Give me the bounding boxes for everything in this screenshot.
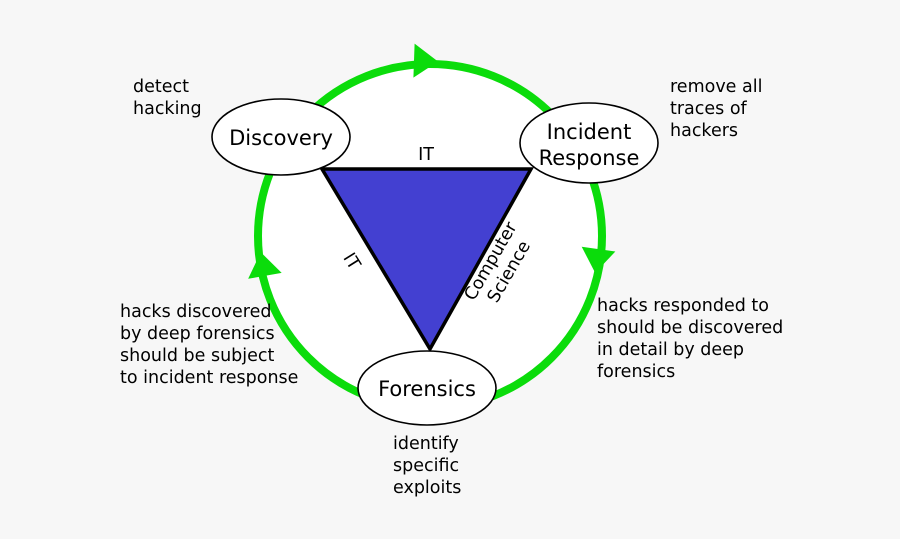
cycle-arrow-top-icon [413,43,438,78]
cycle-arrow-right-icon [581,246,616,273]
annotation-line: should be discovered [597,318,783,338]
node-incident-response-label-line2: Response [539,146,640,170]
annotation-hacks-responded: hacks responded to should be discovered … [597,296,783,382]
node-discovery-ellipse [211,98,351,176]
annotation-line: exploits [393,478,461,498]
node-discovery: Discovery [211,98,351,176]
node-incident-response-label-line1: Incident [547,120,632,144]
triangle-label-top: IT [418,145,434,165]
annotation-line: detect [133,77,189,97]
node-discovery-label: Discovery [229,126,333,150]
annotation-line: remove all [670,77,762,97]
annotation-identify-exploits: identify specific exploits [393,434,461,498]
node-forensics: Forensics [357,350,497,426]
annotation-remove-traces: remove all traces of hackers [670,77,762,141]
center-triangle [318,167,534,353]
annotation-line: specific [393,456,459,476]
annotation-line: traces of [670,99,748,119]
annotation-line: should be subject [120,346,275,366]
annotation-line: identify [393,434,459,454]
annotation-line: to incident response [120,368,298,388]
annotation-detect-hacking: detect hacking [133,77,202,119]
node-incident-response-ellipse [519,102,659,184]
annotation-line: hacks responded to [597,296,769,316]
annotation-line: forensics [597,362,675,382]
annotation-line: hacks discovered [120,302,271,322]
annotation-line: hacking [133,99,202,119]
node-forensics-ellipse [357,350,497,426]
annotation-line: by deep forensics [120,324,275,344]
node-incident-response: Incident Response [519,102,659,184]
annotation-line: hackers [670,121,738,141]
node-forensics-label: Forensics [378,377,476,401]
cycle-arrow-left-icon [248,252,282,279]
annotation-hacks-discovered: hacks discovered by deep forensics shoul… [120,302,298,388]
annotation-line: in detail by deep [597,340,744,360]
